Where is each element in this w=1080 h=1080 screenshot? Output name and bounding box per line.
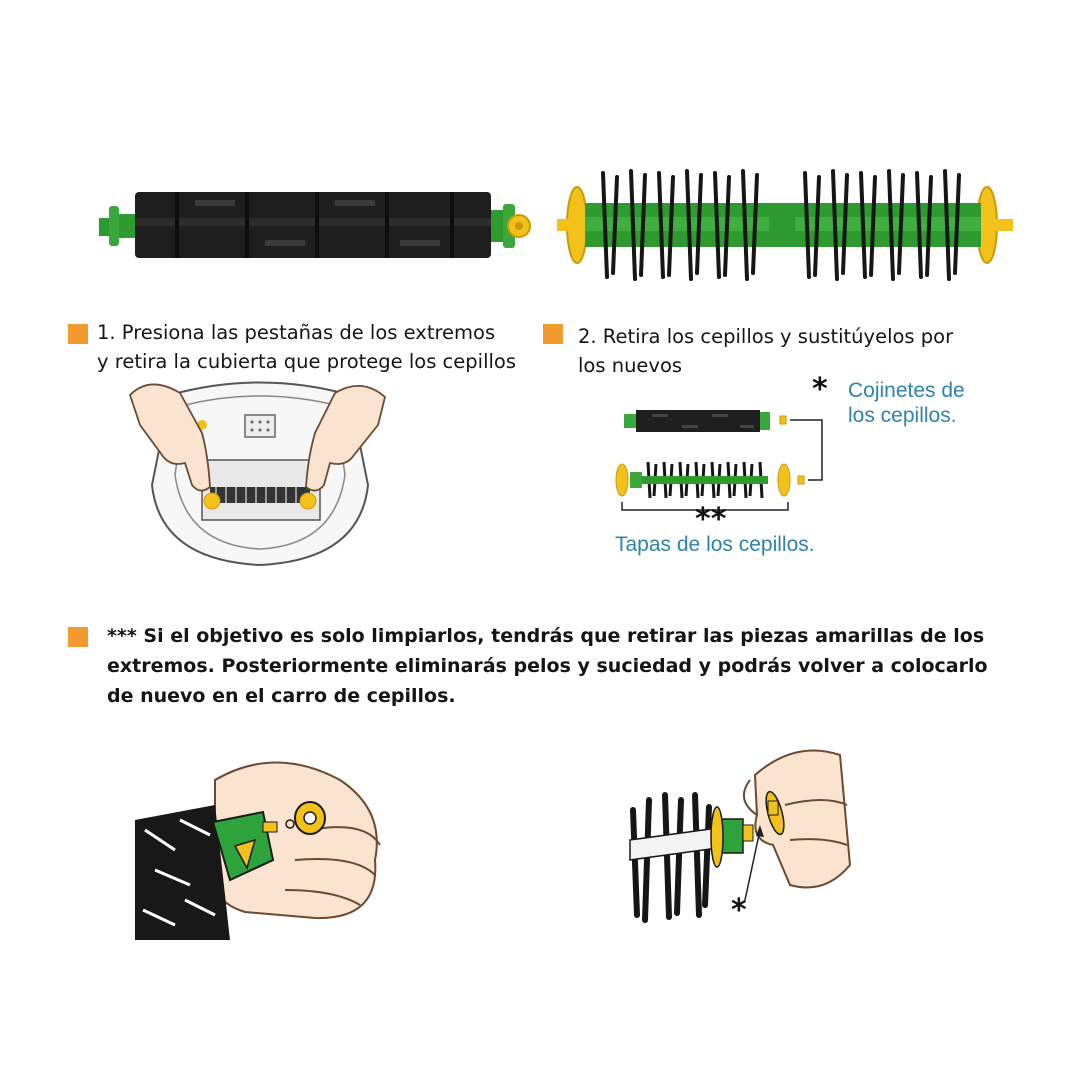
step-1-bullet bbox=[68, 324, 88, 344]
hand-holding-end-cap-illustration bbox=[629, 749, 852, 923]
step-2-line-2: los nuevos bbox=[578, 354, 683, 377]
step-1-line-2: y retira la cubierta que protege los cep… bbox=[97, 350, 516, 373]
note-line-2: extremos. Posteriormente eliminarás pelo… bbox=[107, 655, 988, 677]
step-2-line-1: 2. Retira los cepillos y sustitúyelos po… bbox=[578, 325, 954, 348]
step-1-line-1: 1. Presiona las pestañas de los extremos bbox=[97, 321, 496, 344]
bearings-label-line-2: los cepillos. bbox=[848, 404, 957, 427]
note-bullet bbox=[68, 627, 88, 647]
caps-label: Tapas de los cepillos. bbox=[615, 533, 815, 556]
note-line-1: *** Si el objetivo es solo limpiarlos, t… bbox=[107, 625, 985, 647]
flexible-beater-brush-image bbox=[99, 192, 531, 258]
hand-removing-end-cap-illustration bbox=[135, 761, 381, 940]
caps-marker: ** bbox=[695, 502, 727, 537]
step-2-bullet bbox=[543, 324, 563, 344]
detail-marker: * bbox=[731, 893, 747, 928]
brush-parts-diagram bbox=[615, 410, 823, 511]
bristle-brush-image bbox=[557, 169, 1013, 281]
hands-removing-cover-illustration bbox=[128, 381, 387, 567]
note-line-3: de nuevo en el carro de cepillos. bbox=[107, 685, 456, 707]
bearings-marker: * bbox=[812, 372, 828, 407]
bearings-label-line-1: Cojinetes de bbox=[848, 379, 965, 402]
